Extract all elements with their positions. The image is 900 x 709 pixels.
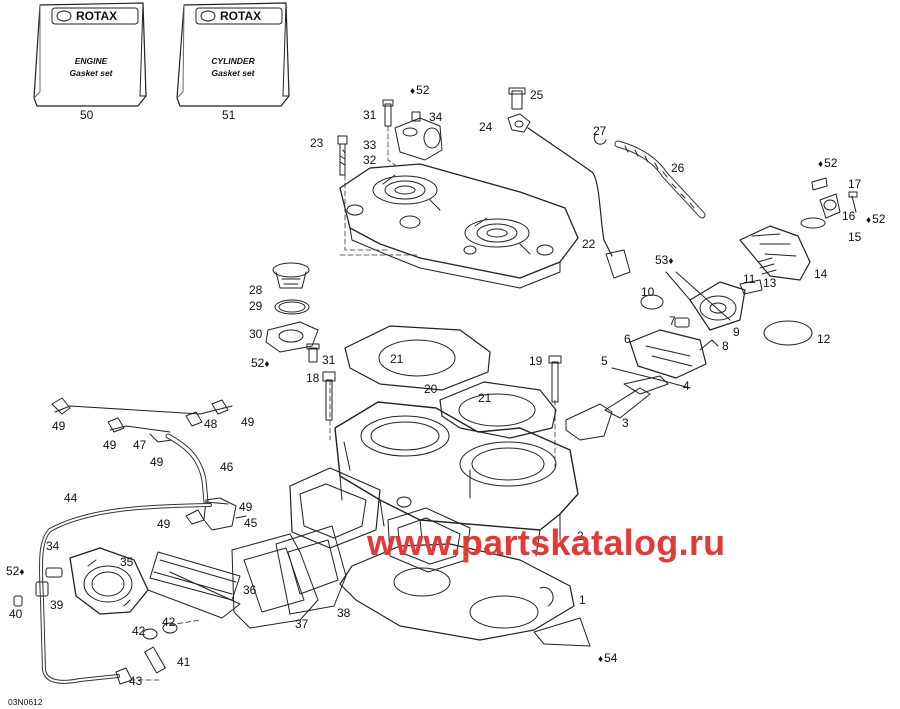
- coolant-outlet-elbow: [739, 177, 858, 295]
- callout-49: 49: [150, 455, 164, 469]
- callout-48: 48: [204, 417, 218, 431]
- carburetor-adapter: [13, 525, 347, 674]
- callout-46: 46: [220, 460, 234, 474]
- callout-29: 29: [249, 299, 263, 313]
- callout-19: 19: [529, 354, 543, 368]
- callout-32: 32: [363, 153, 377, 167]
- callout-49: 49: [239, 500, 253, 514]
- drawing-code: 03N0612: [8, 697, 43, 707]
- leader-lines: [129, 125, 556, 681]
- sealant-drop-icon: ♦: [866, 215, 872, 226]
- callout-17: 17: [848, 177, 862, 191]
- callout-25: 25: [530, 88, 544, 102]
- thermostat-stack: [265, 262, 562, 421]
- callout-16: 16: [842, 209, 856, 223]
- callout-5: 5: [601, 354, 608, 368]
- sealant-drop-icon: ♦: [818, 159, 824, 170]
- manual-brand-engine: ROTAX: [76, 9, 118, 23]
- callout-53: 53♦: [655, 253, 674, 267]
- callout-49: 49: [157, 517, 171, 531]
- callout-42: 42: [132, 624, 146, 638]
- callout-40: 40: [9, 607, 23, 621]
- callout-14: 14: [814, 267, 828, 281]
- manual-brand-cylinder: ROTAX: [220, 9, 262, 23]
- callout-45: 45: [244, 516, 258, 530]
- callout-43: 43: [129, 674, 143, 688]
- callout-4: 4: [683, 379, 690, 393]
- callout-3: 3: [622, 416, 629, 430]
- callout-2: 2: [577, 529, 584, 543]
- callout-42: 42: [162, 615, 176, 629]
- callout-54: ♦54: [598, 651, 618, 665]
- callout-11: 11: [743, 272, 756, 286]
- callout-39: 39: [50, 598, 64, 612]
- callout-52: 52♦: [251, 356, 270, 370]
- callout-26: 26: [671, 161, 685, 175]
- manual-number-engine: 50: [80, 108, 94, 122]
- sealant-drop-icon: ♦: [668, 256, 674, 267]
- cylinder-block: [289, 401, 579, 573]
- rave-linkage: [38, 397, 247, 685]
- head-gaskets: [344, 325, 557, 439]
- base-gasket: [339, 543, 591, 647]
- callout-41: 41: [177, 655, 191, 669]
- temperature-sensor-wire: [507, 87, 631, 279]
- callout-37: 37: [295, 617, 309, 631]
- callout-8: 8: [722, 339, 729, 353]
- callout-36: 36: [243, 583, 257, 597]
- callout-15: 15: [848, 230, 862, 244]
- callout-52: ♦52: [818, 156, 838, 170]
- engine-gasket-manual: [33, 2, 147, 107]
- callout-21: 21: [478, 391, 492, 405]
- callout-49: 49: [103, 438, 117, 452]
- callout-28: 28: [249, 283, 263, 297]
- manual-subtitle-cylinder: Gasket set: [211, 68, 255, 78]
- callout-31: 31: [322, 353, 336, 367]
- callout-27: 27: [593, 124, 607, 138]
- callout-49: 49: [241, 415, 255, 429]
- callout-30: 30: [249, 327, 263, 341]
- callout-23: 23: [310, 136, 324, 150]
- callout-49: 49: [52, 419, 66, 433]
- cylinder-gasket-manual: [176, 2, 290, 107]
- callout-38: 38: [337, 606, 351, 620]
- callout-21: 21: [390, 352, 404, 366]
- thermostat-housing: [337, 99, 443, 176]
- watermark: www.partskatalog.ru: [367, 522, 726, 563]
- callout-52: 52♦: [6, 564, 25, 578]
- callout-18: 18: [306, 371, 320, 385]
- callout-34: 34: [429, 110, 443, 124]
- callout-10: 10: [641, 285, 655, 299]
- sealant-drop-icon: ♦: [410, 86, 416, 97]
- callout-6: 6: [624, 332, 631, 346]
- callout-31: 31: [363, 108, 377, 122]
- manual-number-cylinder: 51: [222, 108, 236, 122]
- rave-valve-assembly: [565, 271, 813, 441]
- cylinder-head: [339, 163, 579, 289]
- callout-33: 33: [363, 138, 377, 152]
- manual-title-cylinder: CYLINDER: [211, 56, 255, 66]
- callout-22: 22: [582, 237, 596, 251]
- callout-24: 24: [479, 120, 493, 134]
- callout-52: ♦52: [410, 83, 430, 97]
- callout-44: 44: [64, 491, 78, 505]
- callout-9: 9: [733, 325, 740, 339]
- water-hose: [593, 133, 706, 219]
- callout-34: 34: [46, 539, 60, 553]
- sealant-drop-icon: ♦: [264, 359, 270, 370]
- callout-35: 35: [120, 555, 134, 569]
- callout-47: 47: [133, 438, 147, 452]
- callout-1: 1: [579, 593, 586, 607]
- callout-52: ♦52: [866, 212, 886, 226]
- manual-title-engine: ENGINE: [74, 56, 108, 66]
- callout-7: 7: [669, 314, 676, 328]
- sealant-drop-icon: ♦: [598, 654, 604, 665]
- sealant-drop-icon: ♦: [19, 567, 25, 578]
- callout-12: 12: [817, 332, 831, 346]
- callout-20: 20: [424, 382, 438, 396]
- manual-subtitle-engine: Gasket set: [69, 68, 113, 78]
- callout-13: 13: [763, 276, 777, 290]
